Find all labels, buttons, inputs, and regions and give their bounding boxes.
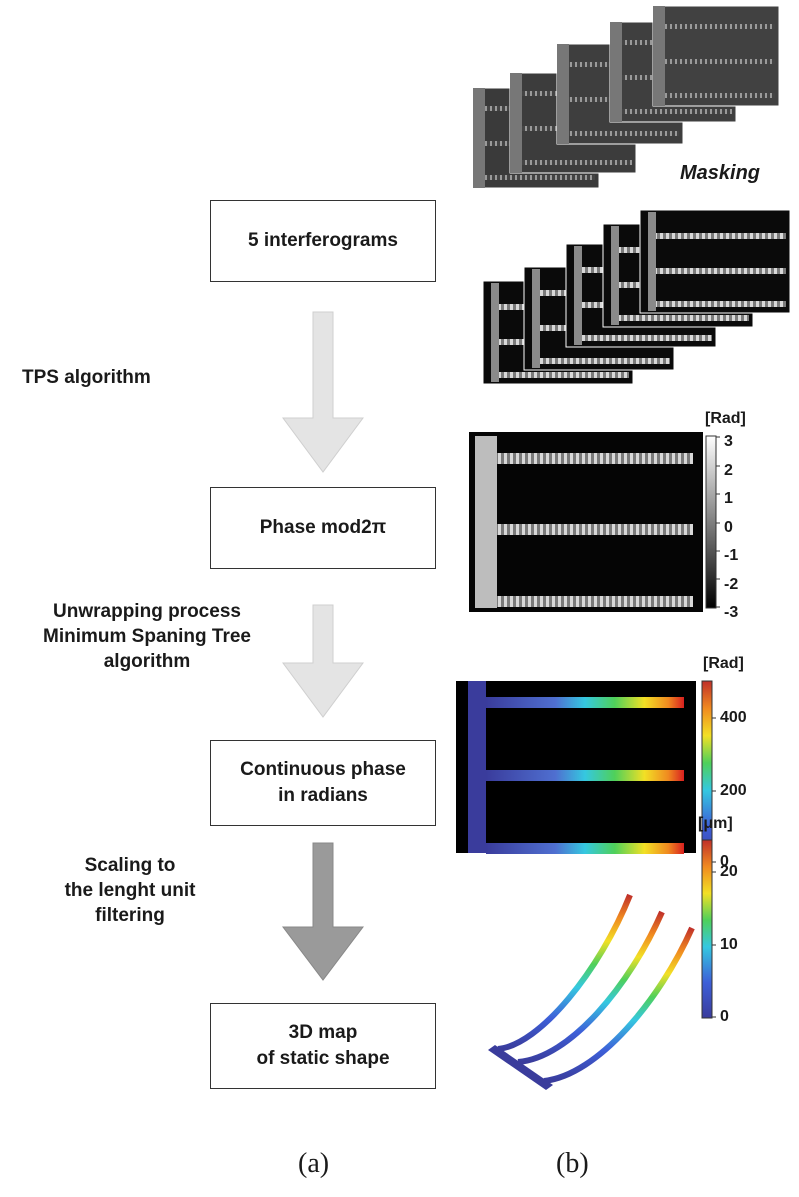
- cont-tick: 200: [720, 782, 747, 799]
- box-interferograms-label: 5 interferograms: [248, 230, 398, 251]
- step-scale-label: Scaling to the lenght unit filtering: [20, 853, 240, 928]
- box-continuous-phase: Continuous phase in radians: [210, 740, 436, 826]
- step-unwrap-line1: Unwrapping process: [53, 601, 241, 622]
- phase-tick: -2: [724, 575, 739, 593]
- phase-colorbar-unit: [Rad]: [705, 410, 746, 427]
- step-tps-label: TPS algorithm: [22, 367, 151, 388]
- arrow-scale: [281, 842, 365, 981]
- box-continuous-phase-line2: in radians: [278, 785, 368, 806]
- 3d-shape-render: [488, 893, 695, 1090]
- cont-tick: 400: [720, 709, 747, 726]
- step-unwrap-line2: Minimum Spaning Tree: [43, 626, 251, 647]
- phase-tick: 1: [724, 490, 733, 507]
- shape-tick: 20: [720, 863, 738, 880]
- continuous-colorbar: [701, 680, 716, 864]
- panel-label-b: (b): [556, 1148, 589, 1179]
- box-3d-map: 3D map of static shape: [210, 1003, 436, 1089]
- box-continuous-phase-line1: Continuous phase: [240, 759, 406, 780]
- shape-tick: 10: [720, 936, 738, 953]
- shape-colorbar: [701, 839, 716, 1019]
- cont-tick: 0: [720, 853, 729, 870]
- box-phase-mod-label: Phase mod2π: [259, 517, 387, 538]
- continuous-colorbar-unit: [Rad]: [703, 655, 744, 672]
- shape-tick: 0: [720, 1008, 729, 1025]
- step-unwrap-line3: algorithm: [103, 651, 191, 672]
- continuous-phase-map: [456, 681, 696, 854]
- phase-colorbar: [705, 435, 720, 609]
- arrow-unwrap: [282, 604, 364, 718]
- step-unwrap-label: Unwrapping process Minimum Spaning Tree …: [2, 599, 292, 674]
- step-scale-line1: Scaling to: [84, 855, 176, 876]
- masking-label: Masking: [680, 162, 761, 184]
- masked-interferogram-stack: [482, 209, 791, 385]
- box-3d-map-line1: 3D map: [288, 1022, 358, 1043]
- phase-tick: 3: [724, 433, 733, 450]
- phase-tick: 0: [724, 518, 733, 536]
- raw-frame-5: [652, 5, 780, 107]
- phase-colorbar-ticks: 3 2 1 0 -1 -2 -3: [724, 428, 738, 628]
- box-phase-mod: Phase mod2π: [210, 487, 436, 569]
- panel-label-a: (a): [298, 1148, 330, 1179]
- phase-tick: 2: [724, 461, 733, 479]
- phase-tick: -1: [724, 547, 739, 564]
- raw-interferogram-stack: [472, 5, 780, 189]
- wrapped-phase-map: [469, 432, 703, 612]
- box-3d-map-line2: of static shape: [256, 1048, 390, 1069]
- shape-colorbar-unit: [μm]: [698, 815, 733, 832]
- step-scale-line3: filtering: [95, 905, 165, 926]
- phase-tick: -3: [724, 604, 739, 621]
- arrow-tps: [282, 311, 364, 473]
- box-interferograms: 5 interferograms: [210, 200, 436, 282]
- step-scale-line2: the lenght unit: [64, 880, 196, 901]
- masked-frame-5: [639, 209, 791, 314]
